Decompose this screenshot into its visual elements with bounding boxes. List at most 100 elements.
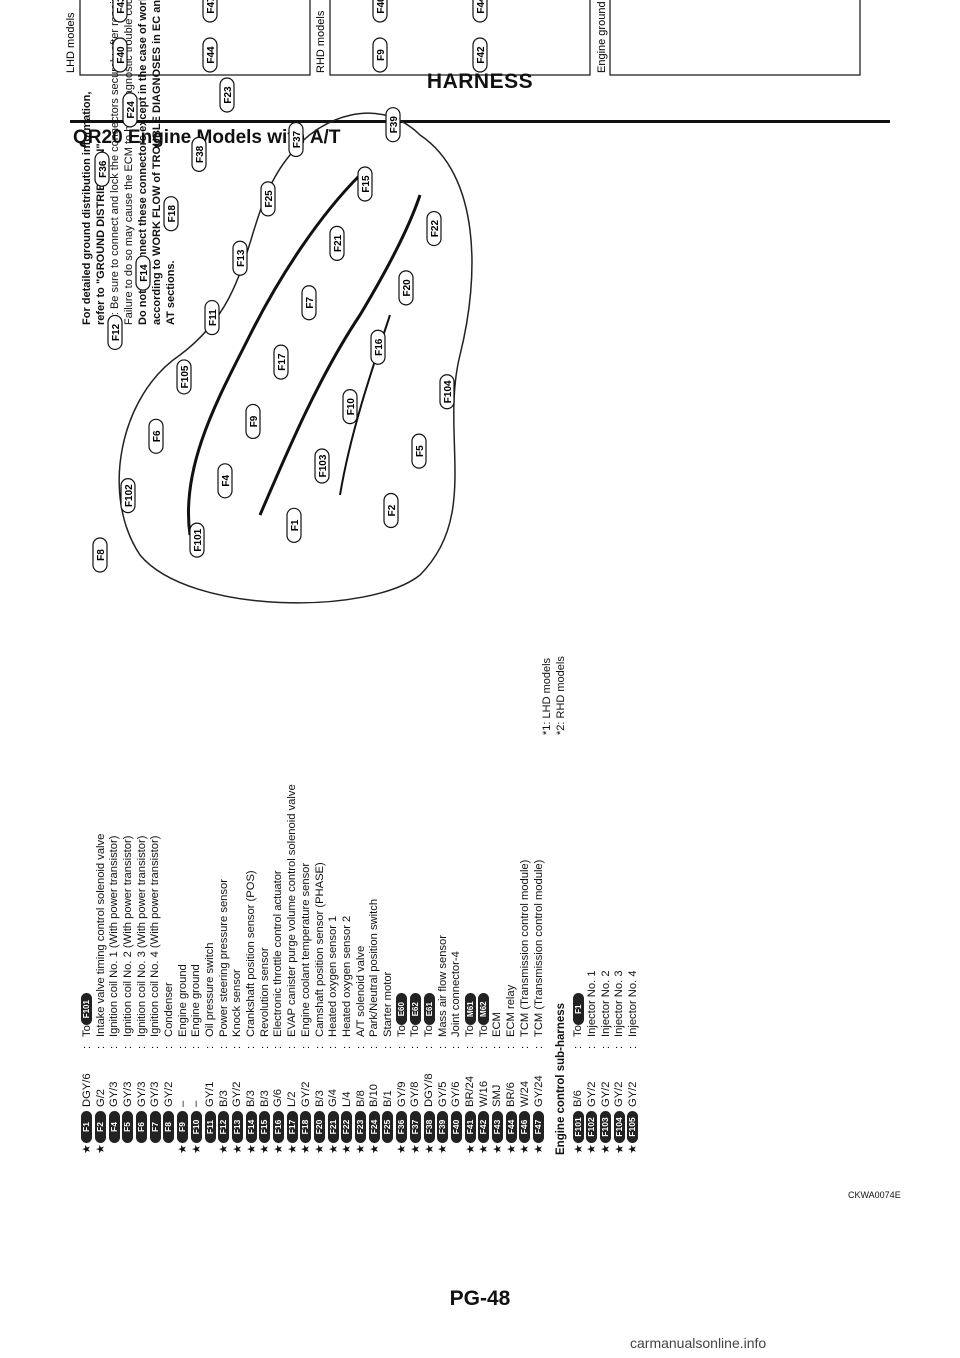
connector-callout-box [120, 478, 136, 514]
star-icon: ★ [423, 1144, 436, 1154]
connector-code: B/10 [368, 1083, 381, 1107]
connector-callout-label: F43 [116, 0, 127, 14]
connector-callout-box [112, 0, 128, 23]
connector-callout-label: F36 [98, 160, 109, 178]
connector-callout-label: F16 [374, 338, 385, 356]
connector-code: SMJ [491, 1084, 504, 1107]
connector-badge: F4 [108, 1111, 120, 1143]
connector-code: G/6 [272, 1088, 285, 1107]
connector-callout-label: F42 [476, 46, 487, 64]
connector-callout-label: F101 [193, 528, 204, 551]
star-icon: ★ [478, 1144, 491, 1154]
connector-callout: F101 [189, 522, 205, 558]
header-rule [70, 120, 890, 123]
connector-callout: F39 [385, 107, 401, 143]
watermark-text: carmanualsonline.info [630, 1335, 767, 1351]
separator: : [532, 1045, 545, 1049]
connector-callout-box [329, 225, 345, 261]
target-connector-badge: F101 [81, 993, 93, 1026]
connector-callout-label: F4 [221, 475, 232, 487]
target-connector-badge: M61 [464, 993, 476, 1026]
connector-callout-label: F9 [249, 415, 260, 427]
connector-callout: F44 [202, 37, 218, 73]
separator: : [450, 1045, 463, 1049]
connector-badge: F40 [450, 1111, 462, 1143]
connector-callout-label: F10 [346, 398, 357, 416]
connector-code: GY/2 [626, 1081, 639, 1108]
separator: : [149, 1045, 162, 1049]
connector-callout-label: F103 [318, 454, 329, 477]
connector-callout-label: F44 [476, 0, 487, 14]
connector-code: B/1 [381, 1090, 394, 1107]
connector-callout-label: F39 [389, 116, 400, 134]
separator: : [423, 1045, 436, 1049]
connector-callout-box [411, 433, 427, 469]
separator: : [464, 1045, 477, 1049]
connector-code: GY/2 [299, 1081, 312, 1108]
separator: : [436, 1045, 449, 1049]
connector-callout: F10 [342, 389, 358, 425]
connector-callout-box [189, 522, 205, 558]
star-icon: ★ [327, 1144, 340, 1154]
connector-callout-label: F14 [139, 264, 150, 282]
connector-badge: F39 [437, 1111, 449, 1143]
connector-code: GY/3 [108, 1081, 121, 1108]
star-icon: ★ [245, 1144, 258, 1154]
connector-callout-box [202, 0, 218, 23]
connector-badge: F14 [245, 1111, 257, 1143]
connector-code: B/3 [258, 1090, 271, 1107]
connector-code: DGY/6 [80, 1073, 93, 1107]
connector-callout: F40 [112, 37, 128, 73]
connector-callout: F43 [112, 0, 128, 23]
connector-badge: F23 [355, 1111, 367, 1143]
connector-badge: F38 [423, 1111, 435, 1143]
connector-callout-box [112, 37, 128, 73]
connector-callout: F4 [217, 463, 233, 499]
connector-badge: F17 [286, 1111, 298, 1143]
separator: : [258, 1045, 271, 1049]
star-icon: ★ [355, 1144, 368, 1154]
connector-callout-box [163, 196, 179, 232]
star-icon: ★ [218, 1144, 231, 1154]
connector-badge: F47 [533, 1111, 545, 1143]
connector-callout-label: F18 [167, 205, 178, 223]
engine-outline [118, 112, 473, 604]
connector-badge: F10 [190, 1111, 202, 1143]
connector-callout-box [372, 0, 388, 23]
connector-badge: F25 [382, 1111, 394, 1143]
connector-badge: F22 [341, 1111, 353, 1143]
connector-callout-box [472, 37, 488, 73]
connector-desc: To [409, 1025, 422, 1037]
connector-callout-box [385, 107, 401, 143]
connector-code: GY/6 [450, 1081, 463, 1108]
connector-desc: Injector No. 3 [613, 970, 626, 1037]
separator: : [286, 1045, 299, 1049]
connector-callout-box [107, 314, 123, 351]
connector-callout-label: F1 [290, 519, 301, 531]
engine-harness-figure: LHD models RHD models Engine ground F8F1… [65, 0, 861, 604]
connector-desc: To [423, 1025, 436, 1037]
connector-callout-label: F17 [277, 353, 288, 371]
connector-code: – [176, 1100, 189, 1107]
separator: : [572, 1045, 585, 1049]
section-title: QR20 Engine Models with A/T [73, 127, 341, 148]
connector-code: GY/5 [436, 1081, 449, 1108]
connector-code: G/2 [94, 1088, 107, 1107]
connector-desc: To [80, 1025, 93, 1037]
star-icon: ★ [491, 1144, 504, 1154]
separator: : [409, 1045, 422, 1049]
connector-badge: F104 [613, 1111, 625, 1143]
star-icon: ★ [190, 1144, 203, 1154]
connector-desc: Park/Neutral position switch [368, 898, 381, 1037]
separator: : [313, 1045, 326, 1049]
connector-badge: F8 [163, 1111, 175, 1143]
connector-code: G/4 [327, 1088, 340, 1107]
connector-callout-label: F2 [387, 504, 398, 516]
connector-callout-label: F23 [223, 86, 234, 104]
separator: : [217, 1045, 230, 1049]
connector-code: GY/3 [149, 1081, 162, 1108]
connector-callout-label: F5 [415, 445, 426, 457]
connector-callout-label: F37 [292, 130, 303, 148]
connector-desc: Condenser [162, 982, 175, 1037]
connector-callout-box [94, 151, 110, 187]
